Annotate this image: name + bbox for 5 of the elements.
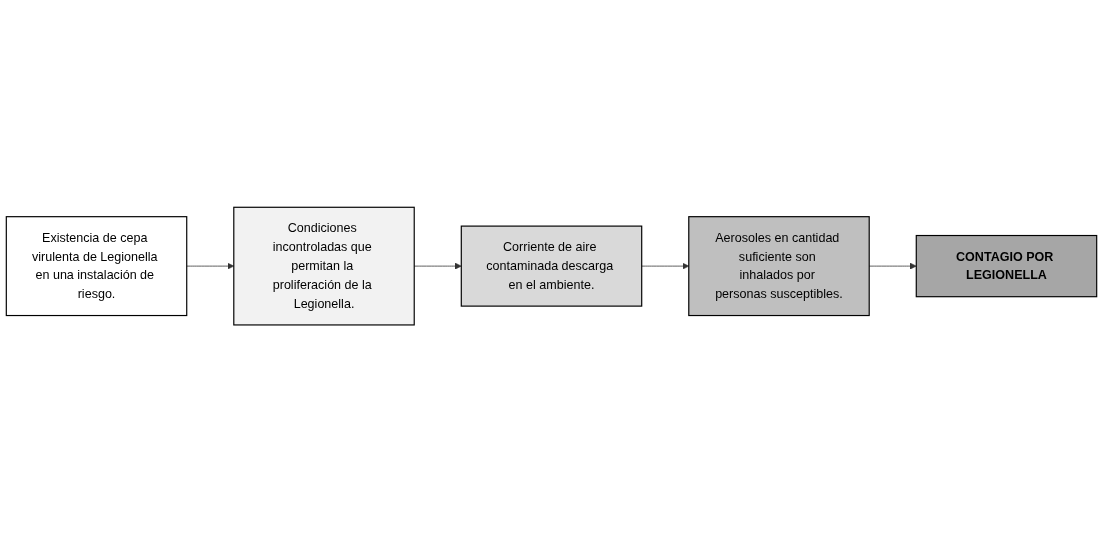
node-box: Existencia de cepa virulenta de Legionella en una instalación de riesgo. [5, 216, 188, 317]
node-box: Condiciones incontroladas que permitan la proliferación de la Legionella. [233, 207, 415, 326]
node-box: CONTAGIO POR LEGIONELLA [915, 235, 1098, 298]
node-box: Aerosoles en cantidad suficiente son inhalados por personas susceptibles. [688, 216, 870, 317]
node-box: Corriente de aire contaminada descarga en el ambiente. [460, 225, 643, 308]
